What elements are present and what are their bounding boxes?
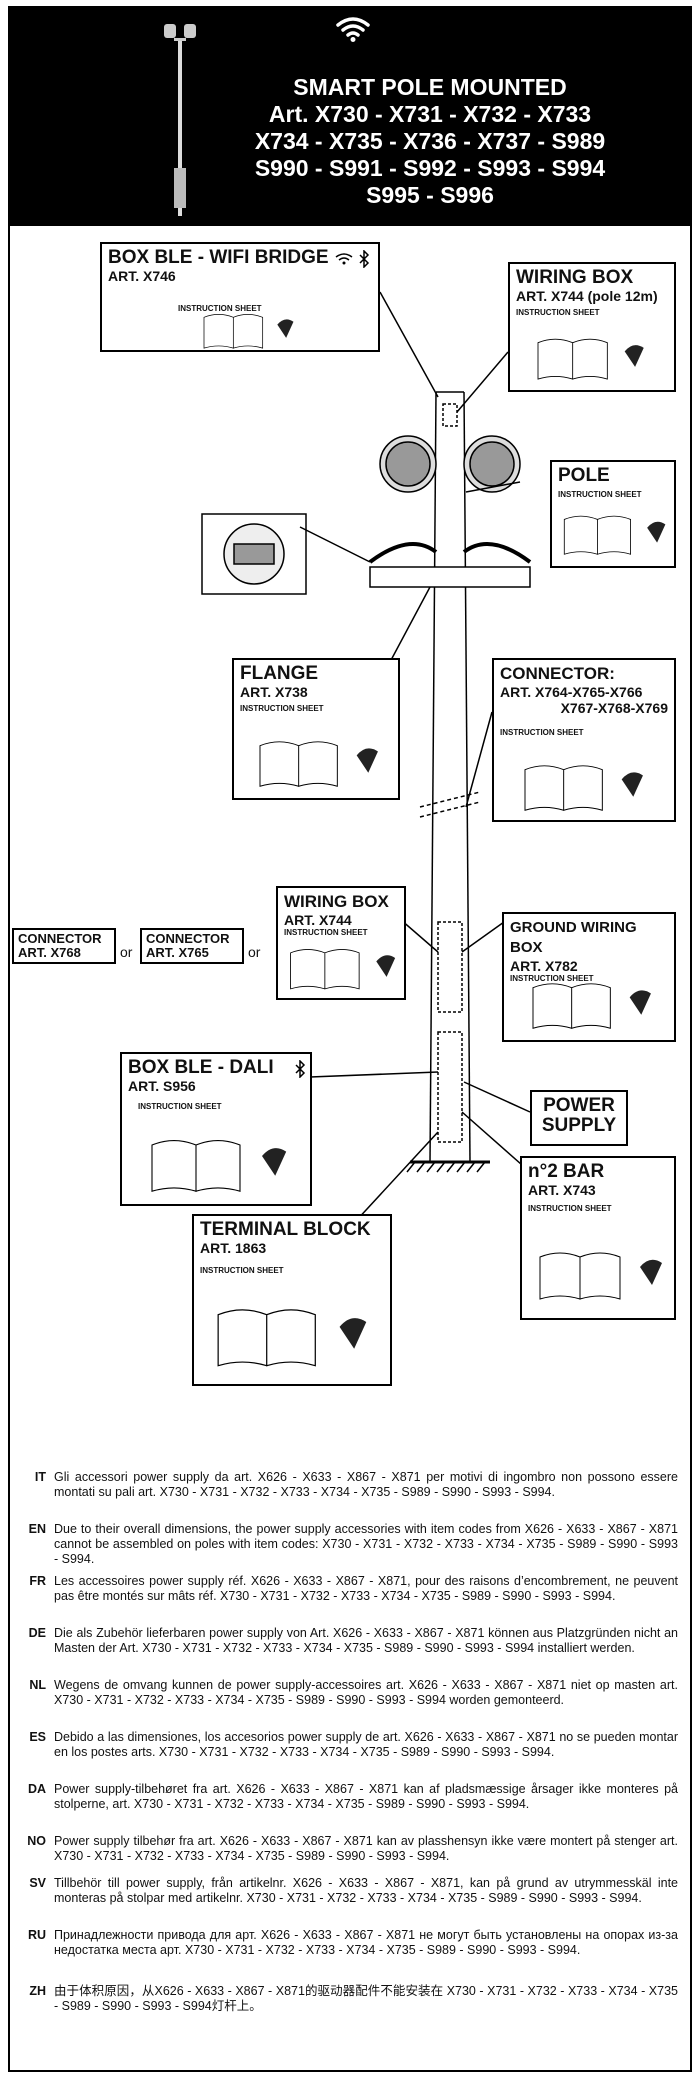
- wifi-icon: [334, 252, 354, 266]
- flange-callout: FLANGE ART. X738 INSTRUCTION SHEET: [232, 658, 400, 800]
- note-text: Power supply tilbehør fra art. X626 - X6…: [54, 1834, 678, 1864]
- callout-title: TERMINAL BLOCK: [200, 1220, 384, 1240]
- callout-sheet: INSTRUCTION SHEET: [284, 928, 398, 937]
- callout-sheet: INSTRUCTION SHEET: [528, 1204, 668, 1213]
- title-line: X734 - X735 - X736 - X737 - S989: [180, 128, 680, 155]
- callout-sheet: INSTRUCTION SHEET: [138, 1102, 304, 1111]
- note-text: Wegens de omvang kunnen de power supply-…: [54, 1678, 678, 1708]
- callout-title: GROUND WIRING BOX: [510, 918, 668, 958]
- lang-code: DE: [18, 1626, 46, 1641]
- note-text: Les accessoires power supply réf. X626 -…: [54, 1574, 678, 1604]
- bluetooth-icon: [294, 1060, 306, 1078]
- lang-code: DA: [18, 1782, 46, 1797]
- connector-art: ART. X768: [18, 946, 110, 960]
- note-text: Tillbehör till power supply, från artike…: [54, 1876, 678, 1906]
- lang-code: ZH: [18, 1984, 46, 1999]
- title-line: S995 - S996: [180, 182, 680, 209]
- lang-code: NO: [18, 1834, 46, 1849]
- lang-code: EN: [18, 1522, 46, 1537]
- power-supply-callout: POWER SUPPLY: [530, 1090, 628, 1146]
- terminal-block-callout: TERMINAL BLOCK ART. 1863 INSTRUCTION SHE…: [192, 1214, 392, 1386]
- instruction-sheet-icon: [518, 978, 664, 1036]
- title-line: Art. X730 - X731 - X732 - X733: [180, 101, 680, 128]
- callout-sheet: INSTRUCTION SHEET: [200, 1266, 384, 1275]
- callout-art: ART. X744: [284, 912, 398, 928]
- note-text: Debido a las dimensiones, los accesorios…: [54, 1730, 678, 1760]
- callout-title: CONNECTOR:: [500, 664, 668, 684]
- callout-sheet: INSTRUCTION SHEET: [516, 308, 668, 317]
- instruction-sheet-icon: [520, 334, 660, 386]
- callout-art: ART. X746: [108, 268, 372, 284]
- callout-art: ART. X738: [240, 684, 392, 700]
- instruction-sheet-icon: [530, 1242, 670, 1312]
- callout-title: WIRING BOX: [284, 892, 398, 912]
- pole-callout: POLE INSTRUCTION SHEET: [550, 460, 676, 568]
- callout-title: n°2 BAR: [528, 1162, 668, 1182]
- wiring-box-mid-callout: WIRING BOX ART. X744 INSTRUCTION SHEET: [276, 886, 406, 1000]
- lang-code: ES: [18, 1730, 46, 1745]
- wifi-icon: [336, 16, 370, 42]
- title-line: SMART POLE MOUNTED: [180, 74, 680, 101]
- connector-label: CONNECTOR: [18, 932, 110, 946]
- pole-diagram: BOX BLE - WIFI BRIDGE ART. X746 INSTRUCT…: [10, 232, 690, 1472]
- instruction-sheet-icon: [138, 1134, 298, 1200]
- or-label: or: [120, 944, 132, 960]
- lang-code: SV: [18, 1876, 46, 1891]
- instruction-sheet-icon: [178, 310, 318, 354]
- callout-title: BOX BLE - WIFI BRIDGE: [108, 248, 372, 268]
- instruction-sheet-icon: [206, 1300, 376, 1378]
- connector-callout: CONNECTOR: ART. X764-X765-X766 X767-X768…: [492, 658, 676, 822]
- wiring-box-top-callout: WIRING BOX ART. X744 (pole 12m) INSTRUCT…: [508, 262, 676, 392]
- connector-x765-box: CONNECTOR ART. X765: [140, 928, 244, 964]
- instruction-sheet-icon: [556, 510, 672, 562]
- box-ble-dali-callout: BOX BLE - DALI ART. S956 INSTRUCTION SHE…: [120, 1052, 312, 1206]
- connector-label: CONNECTOR: [146, 932, 238, 946]
- callout-art: ART. X744 (pole 12m): [516, 288, 668, 304]
- n2-bar-callout: n°2 BAR ART. X743 INSTRUCTION SHEET: [520, 1156, 676, 1320]
- note-text: Gli accessori power supply da art. X626 …: [54, 1470, 678, 1500]
- note-text: 由于体积原因，从X626 - X633 - X867 - X871的驱动器配件不…: [54, 1984, 678, 2014]
- instruction-sheet-icon: [248, 736, 388, 794]
- lang-code: RU: [18, 1928, 46, 1943]
- callout-art: ART. S956: [128, 1078, 304, 1094]
- header-banner: SMART POLE MOUNTED Art. X730 - X731 - X7…: [10, 8, 690, 226]
- callout-art: ART. 1863: [200, 1240, 384, 1256]
- or-label: or: [248, 944, 260, 960]
- callout-art: X767-X768-X769: [500, 700, 668, 716]
- callout-art: ART. X743: [528, 1182, 668, 1198]
- title-line: S990 - S991 - S992 - S993 - S994: [180, 155, 680, 182]
- instruction-sheet-icon: [508, 760, 658, 818]
- note-text: Power supply-tilbehøret fra art. X626 - …: [54, 1782, 678, 1812]
- callout-art: ART. X782: [510, 958, 668, 974]
- lang-code: NL: [18, 1678, 46, 1693]
- instruction-sheet-icon: [282, 944, 402, 996]
- note-text: Принадлежности привода для арт. X626 - X…: [54, 1928, 678, 1958]
- note-text: Due to their overall dimensions, the pow…: [54, 1522, 678, 1567]
- bluetooth-icon: [358, 250, 370, 268]
- product-title: SMART POLE MOUNTED Art. X730 - X731 - X7…: [180, 74, 680, 209]
- callout-sheet: INSTRUCTION SHEET: [558, 490, 668, 499]
- lang-code: IT: [18, 1470, 46, 1485]
- box-ble-wifi-callout: BOX BLE - WIFI BRIDGE ART. X746 INSTRUCT…: [100, 242, 380, 352]
- callout-title: POLE: [558, 466, 668, 486]
- callout-title: FLANGE: [240, 664, 392, 684]
- power-supply-label: SUPPLY: [538, 1116, 620, 1136]
- callout-sheet: INSTRUCTION SHEET: [500, 728, 668, 737]
- power-supply-label: POWER: [538, 1096, 620, 1116]
- callout-sheet: INSTRUCTION SHEET: [240, 704, 392, 713]
- flange-detail: [202, 514, 306, 594]
- ground-wiring-box-callout: GROUND WIRING BOX ART. X782 INSTRUCTION …: [502, 912, 676, 1042]
- lang-code: FR: [18, 1574, 46, 1589]
- instruction-page: SMART POLE MOUNTED Art. X730 - X731 - X7…: [8, 6, 692, 2072]
- connector-x768-box: CONNECTOR ART. X768: [12, 928, 116, 964]
- connector-art: ART. X765: [146, 946, 238, 960]
- note-text: Die als Zubehör lieferbaren power supply…: [54, 1626, 678, 1656]
- callout-art: ART. X764-X765-X766: [500, 684, 668, 700]
- callout-title: BOX BLE - DALI: [128, 1058, 304, 1078]
- callout-title: WIRING BOX: [516, 268, 668, 288]
